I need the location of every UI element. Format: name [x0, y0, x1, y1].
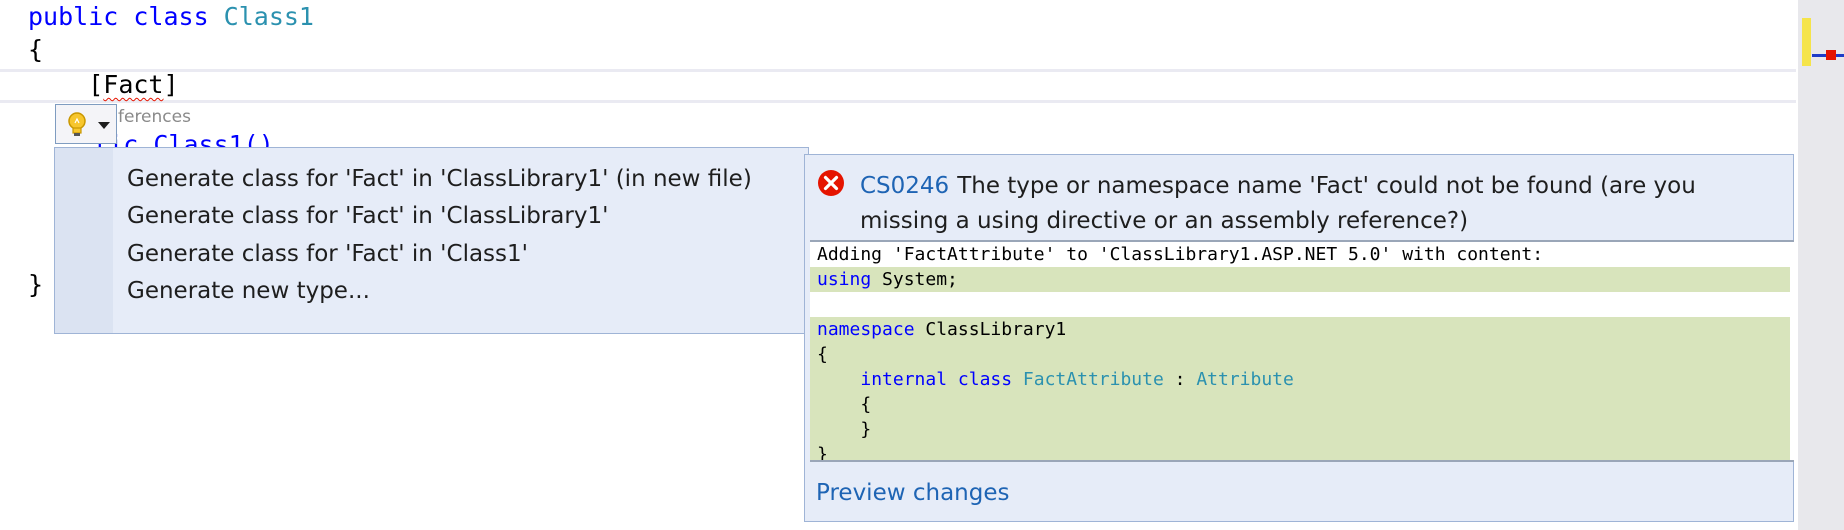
diff-header: Adding 'FactAttribute' to 'ClassLibrary1…: [817, 244, 1544, 265]
attr-open: [: [28, 70, 104, 99]
current-line-highlight: [0, 69, 1796, 103]
diff-line-brace-open: {: [810, 342, 1790, 367]
menu-item-generate-class1[interactable]: Generate class for 'Fact' in 'Class1': [127, 241, 528, 267]
code-line-attribute[interactable]: [Fact]: [28, 70, 179, 99]
chevron-down-icon[interactable]: [98, 122, 110, 129]
diff-line-inner-close: }: [810, 417, 1790, 442]
menu-gutter: [55, 148, 113, 333]
vertical-scrollbar[interactable]: [1798, 0, 1844, 530]
diff-preview: Adding 'FactAttribute' to 'ClassLibrary1…: [810, 240, 1794, 462]
kw-internal-class: internal class: [860, 369, 1013, 390]
preview-changes-link[interactable]: Preview changes: [816, 480, 1010, 506]
code-line-open-brace: {: [28, 35, 44, 64]
kw-using: using: [817, 269, 872, 290]
error-code-link[interactable]: CS0246: [860, 173, 950, 199]
keyword-public-class: public class: [28, 2, 224, 31]
quick-actions-menu: Generate class for 'Fact' in 'ClassLibra…: [54, 147, 809, 334]
code-line-class: public class Class1: [28, 2, 314, 31]
diff-line-brace-close: }: [810, 442, 1790, 460]
error-description: The type or namespace name 'Fact' could …: [860, 173, 1696, 234]
attr-close: ]: [163, 70, 179, 99]
diff-line-inner-open: {: [810, 392, 1790, 417]
lightbulb-icon: [68, 112, 86, 136]
menu-item-generate-new-file[interactable]: Generate class for 'Fact' in 'ClassLibra…: [127, 166, 752, 192]
error-icon: [818, 170, 844, 196]
class-name: Class1: [223, 2, 314, 31]
type-attribute: Attribute: [1196, 369, 1294, 390]
error-squiggle-fact[interactable]: Fact: [103, 70, 164, 99]
diff-line-namespace: namespace ClassLibrary1: [810, 317, 1790, 342]
kw-namespace: namespace: [817, 319, 915, 340]
scroll-change-marker: [1802, 18, 1811, 66]
scroll-error-marker: [1826, 50, 1836, 60]
menu-item-generate-classlibrary[interactable]: Generate class for 'Fact' in 'ClassLibra…: [127, 203, 609, 229]
diff-line-using: using System;: [810, 267, 1790, 292]
codelens-references[interactable]: ferences: [118, 107, 191, 127]
diff-line-blank: [810, 292, 1790, 317]
type-factattribute: FactAttribute: [1022, 369, 1164, 390]
menu-item-generate-new-type[interactable]: Generate new type...: [127, 278, 370, 304]
diff-line-class-decl: internal class FactAttribute : Attribute: [810, 367, 1790, 392]
lightbulb-button[interactable]: [55, 104, 117, 144]
code-line-close-brace: }: [28, 270, 44, 299]
